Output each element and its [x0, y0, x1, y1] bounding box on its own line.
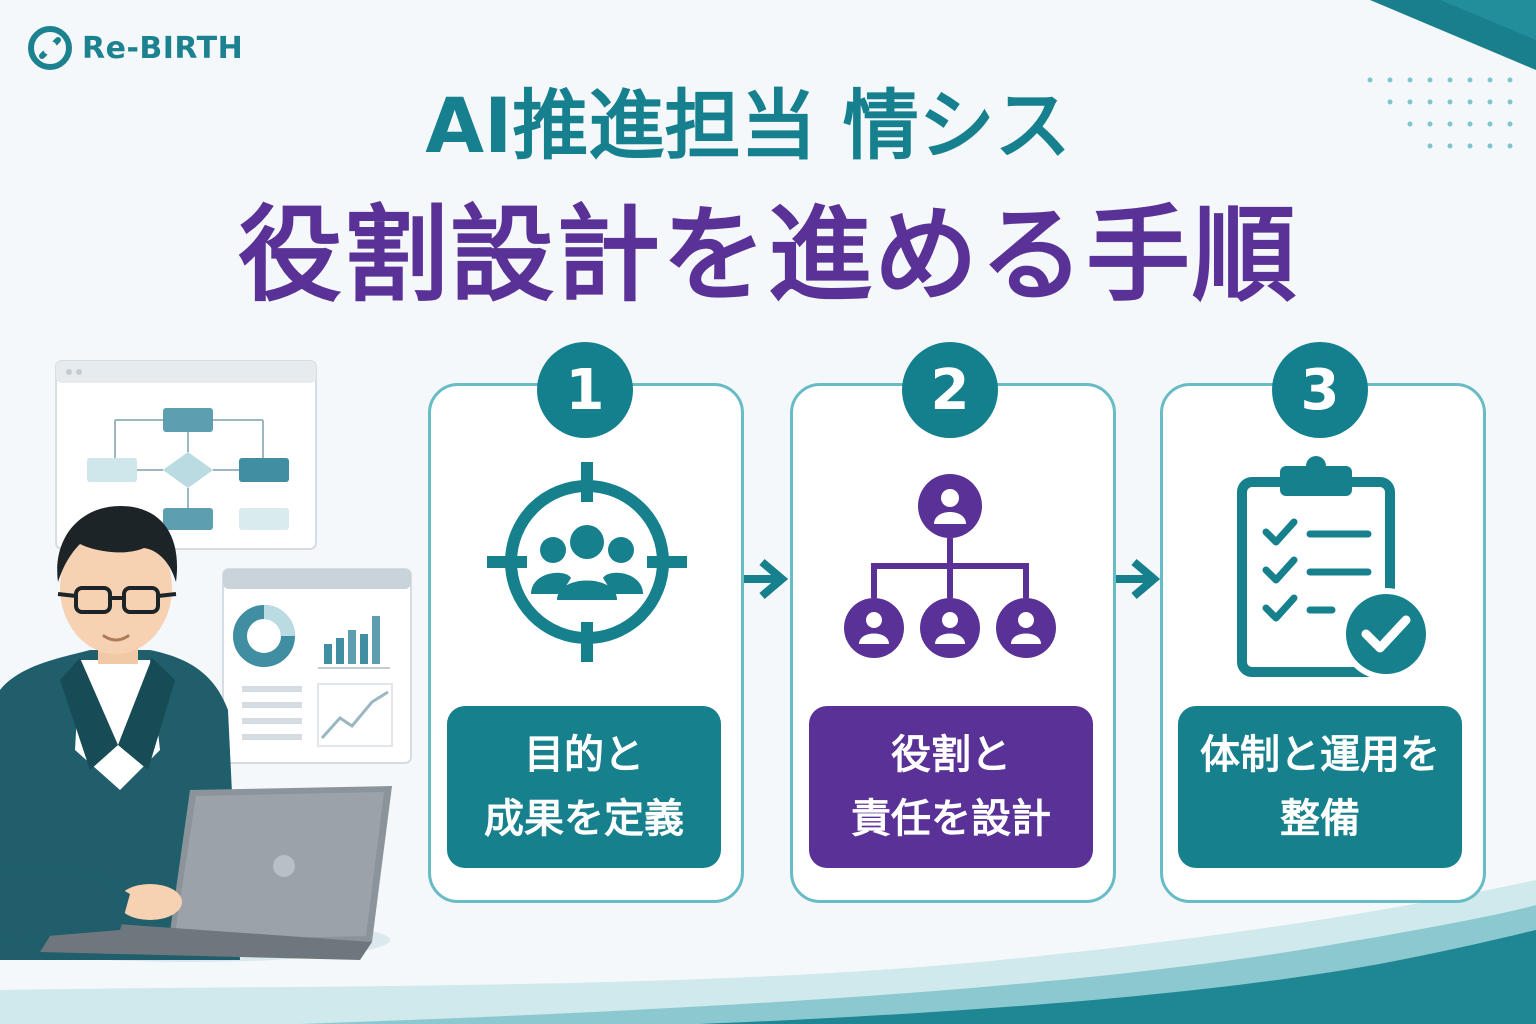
clipboard-checklist-icon [1237, 456, 1432, 680]
step-number-badge-2: 2 [902, 342, 998, 438]
org-chart-icon [844, 474, 1056, 658]
step-label-3: 体制と運用を 整備 [1178, 706, 1462, 868]
dashboard-window [222, 568, 412, 764]
step-label-2-line2: 責任を設計 [851, 796, 1051, 842]
step-label-1-line2: 成果を定義 [484, 796, 684, 842]
man-with-laptop [0, 506, 392, 962]
arrow-right-icon [1116, 558, 1160, 600]
circular-arrow-logo-icon [28, 26, 72, 70]
step-label-2: 役割と 責任を設計 [809, 706, 1093, 868]
brand-name: Re-BIRTH [82, 30, 244, 66]
step-label-1: 目的と 成果を定義 [447, 706, 721, 868]
step-label-2-line1: 役割と [891, 732, 1011, 778]
step-number-badge-1: 1 [537, 342, 633, 438]
target-team-icon [487, 462, 687, 662]
page-title-line1: AI推進担当 情シス [425, 81, 1071, 170]
step-number-badge-3: 3 [1272, 342, 1368, 438]
flowchart-window [55, 360, 317, 550]
brand-logo: Re-BIRTH [28, 26, 243, 70]
step-label-1-line1: 目的と [524, 732, 644, 778]
page-title-line2: 役割設計を進める手順 [237, 194, 1298, 316]
arrow-right-icon [744, 558, 788, 600]
step-label-3-line1: 体制と運用を [1200, 732, 1440, 778]
step-label-3-line2: 整備 [1280, 796, 1360, 842]
